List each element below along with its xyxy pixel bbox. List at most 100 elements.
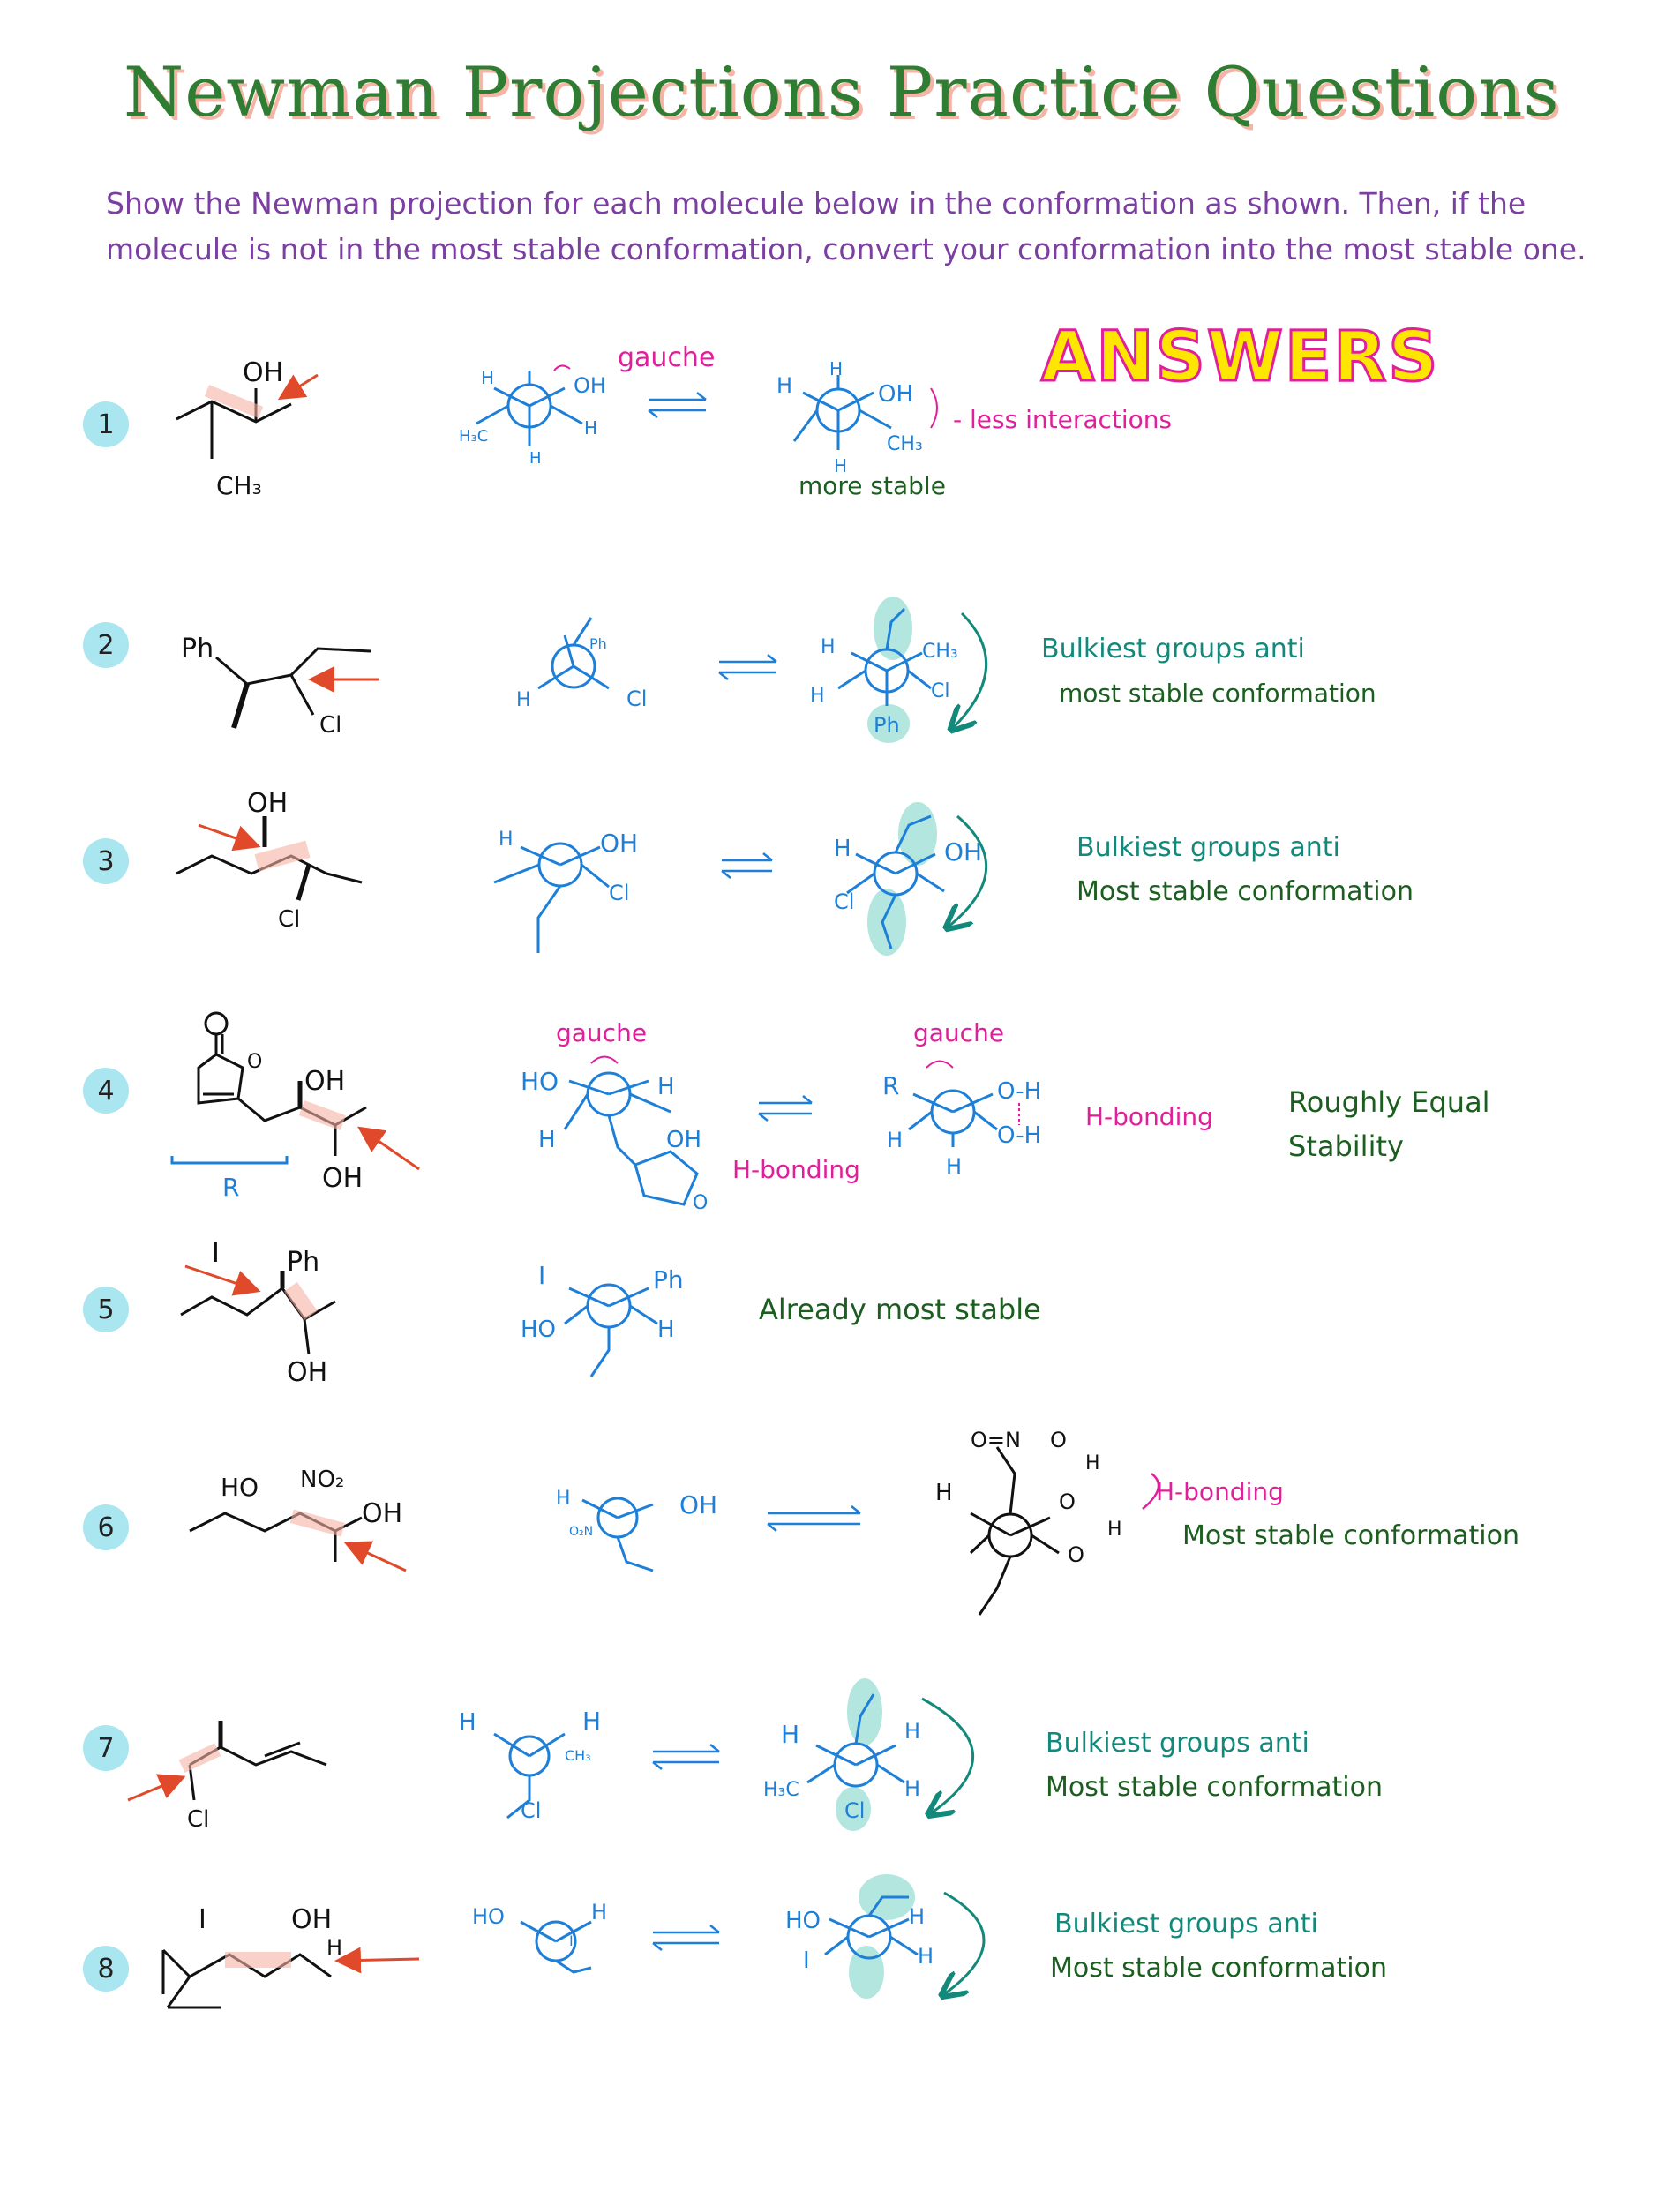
svg-text:I: I <box>803 1947 810 1974</box>
svg-text:Cl: Cl <box>834 889 854 914</box>
newman-7a <box>493 1732 566 1820</box>
page-title: Newman Projections Practice Questions <box>124 53 1560 132</box>
svg-text:Ph: Ph <box>874 713 900 738</box>
skeletal-structure-2 <box>215 647 371 729</box>
svg-text:OH: OH <box>574 373 606 398</box>
note-2-line1: Bulkiest groups anti <box>1041 634 1305 664</box>
svg-text:HO: HO <box>521 1317 556 1343</box>
svg-text:H: H <box>538 1127 556 1153</box>
note-4-line2: Stability <box>1288 1129 1404 1163</box>
svg-text:Ph: Ph <box>181 634 214 664</box>
svg-text:OH: OH <box>291 1904 332 1935</box>
more-stable-note: more stable <box>799 471 946 500</box>
gauche-label-4a: gauche <box>556 1018 647 1047</box>
svg-text:Ph: Ph <box>287 1247 319 1278</box>
hbond-label-4b: H-bonding <box>1085 1102 1213 1131</box>
svg-text:O₂N: O₂N <box>569 1525 593 1539</box>
svg-text:CH₃: CH₃ <box>565 1747 591 1764</box>
svg-text:H: H <box>918 1944 934 1969</box>
newman-6b <box>969 1446 1060 1616</box>
note-7-line1: Bulkiest groups anti <box>1046 1728 1309 1759</box>
svg-text:HO: HO <box>472 1904 505 1929</box>
note-4-line1: Roughly Equal <box>1288 1085 1490 1119</box>
svg-text:H: H <box>909 1904 925 1929</box>
svg-text:OH: OH <box>322 1163 363 1194</box>
problem-number-1: 1 <box>83 401 129 447</box>
svg-text:CH₃: CH₃ <box>216 471 262 500</box>
note-2-line2: most stable conformation <box>1059 679 1376 708</box>
svg-text:NO₂: NO₂ <box>300 1467 344 1493</box>
hbond-label-4a: H-bonding <box>732 1155 860 1184</box>
hbond-label-6: H-bonding <box>1156 1477 1284 1506</box>
newman-1a <box>476 371 583 446</box>
svg-text:HO: HO <box>521 1067 559 1096</box>
svg-text:Cl: Cl <box>187 1806 209 1833</box>
r-label: R <box>222 1173 239 1202</box>
svg-text:OH: OH <box>287 1357 327 1388</box>
note-3-line2: Most stable conformation <box>1076 876 1414 907</box>
svg-text:O: O <box>1059 1489 1076 1514</box>
problem-number-6: 6 <box>83 1504 129 1550</box>
svg-text:O-H: O-H <box>997 1078 1041 1105</box>
note-3-line1: Bulkiest groups anti <box>1076 832 1340 863</box>
svg-text:I: I <box>538 1261 545 1290</box>
svg-text:H: H <box>591 1900 607 1925</box>
svg-text:CH₃: CH₃ <box>922 641 958 663</box>
svg-text:Cl: Cl <box>278 906 300 933</box>
less-interactions-note: - less interactions <box>953 405 1172 434</box>
svg-text:H: H <box>887 1128 903 1152</box>
svg-text:O: O <box>1068 1542 1084 1567</box>
svg-text:O: O <box>1050 1428 1067 1452</box>
svg-text:CH₃: CH₃ <box>887 433 923 455</box>
svg-text:H: H <box>829 358 843 379</box>
newman-2a <box>537 617 610 690</box>
svg-text:H: H <box>499 829 514 851</box>
svg-text:H: H <box>904 1719 920 1744</box>
svg-text:Cl: Cl <box>319 712 341 739</box>
svg-text:H: H <box>1085 1452 1100 1474</box>
newman-1b <box>792 375 892 450</box>
svg-text:H: H <box>776 373 792 398</box>
svg-text:H: H <box>481 367 494 388</box>
svg-text:OH: OH <box>679 1490 717 1519</box>
svg-text:H: H <box>584 417 597 439</box>
svg-text:R: R <box>882 1071 899 1100</box>
gauche-label-1: gauche <box>618 342 715 373</box>
svg-text:H: H <box>516 689 531 711</box>
problem-number-2: 2 <box>83 622 129 668</box>
gauche-label-4b: gauche <box>913 1018 1004 1047</box>
newman-5 <box>564 1283 658 1377</box>
svg-text:OH: OH <box>600 829 638 858</box>
svg-text:H: H <box>529 449 542 468</box>
newman-6a <box>581 1497 654 1572</box>
problem-number-4: 4 <box>83 1068 129 1114</box>
svg-text:H: H <box>834 455 847 476</box>
svg-text:H: H <box>781 1720 799 1749</box>
svg-text:H₃C: H₃C <box>459 427 488 446</box>
svg-text:H: H <box>821 636 836 658</box>
note-7-line2: Most stable conformation <box>1046 1772 1383 1803</box>
svg-text:H: H <box>946 1154 962 1179</box>
svg-text:HO: HO <box>785 1908 821 1934</box>
skeletal-structure-4 <box>197 1011 367 1156</box>
svg-text:H: H <box>904 1776 920 1801</box>
answers-banner: ANSWERS <box>1039 317 1440 399</box>
problem-number-3: 3 <box>83 838 129 884</box>
svg-text:Cl: Cl <box>626 687 647 711</box>
problem-number-7: 7 <box>83 1725 129 1771</box>
svg-text:O: O <box>693 1192 708 1214</box>
svg-text:H: H <box>459 1709 476 1736</box>
svg-text:H: H <box>810 685 825 707</box>
newman-3a <box>493 842 610 953</box>
svg-text:OH: OH <box>247 788 288 819</box>
svg-text:I: I <box>212 1238 220 1269</box>
svg-text:OH: OH <box>362 1498 402 1529</box>
svg-text:H: H <box>582 1707 601 1736</box>
svg-text:Cl: Cl <box>931 680 949 702</box>
svg-text:OH: OH <box>666 1127 701 1153</box>
svg-text:H: H <box>326 1935 342 1960</box>
svg-text:O=N: O=N <box>971 1428 1021 1452</box>
svg-text:OH: OH <box>944 837 982 867</box>
problem-number-5: 5 <box>83 1287 129 1332</box>
